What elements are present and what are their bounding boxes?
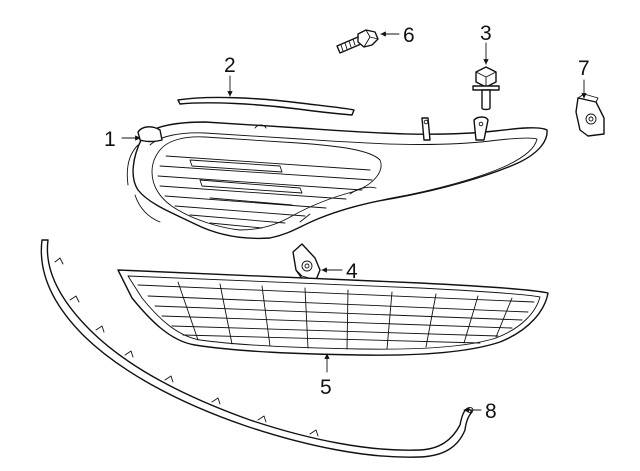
part-2-upper-seal xyxy=(177,96,355,116)
callout-3: 3 xyxy=(480,22,492,45)
part-6-bolt xyxy=(336,29,379,54)
part-4-bracket xyxy=(292,243,321,281)
leader-lines xyxy=(121,31,587,413)
callout-8: 8 xyxy=(485,400,497,423)
callout-labels: 1 2 3 4 5 6 7 8 xyxy=(104,22,590,423)
part-8-lower-molding xyxy=(40,239,474,458)
part-1-upper-grille xyxy=(126,116,548,240)
callout-1: 1 xyxy=(104,128,116,151)
part-7-bracket xyxy=(575,93,605,137)
callout-4: 4 xyxy=(346,260,358,283)
callout-7: 7 xyxy=(578,57,590,80)
callout-2: 2 xyxy=(224,54,236,77)
part-5-lower-grille xyxy=(117,269,549,356)
callout-6: 6 xyxy=(403,24,415,47)
callout-5: 5 xyxy=(320,376,332,399)
part-3-bolt xyxy=(472,66,500,111)
